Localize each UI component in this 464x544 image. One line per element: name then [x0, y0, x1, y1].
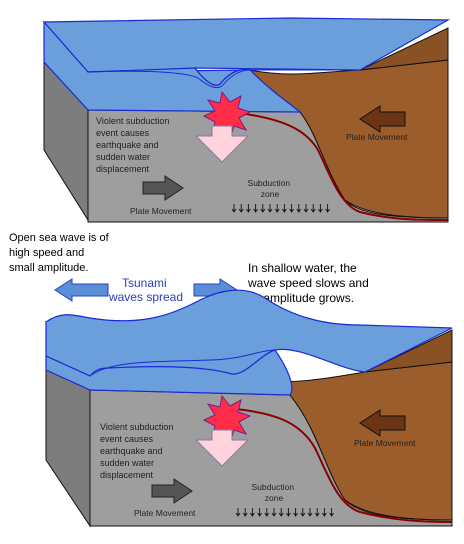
bottom-down-arrow-icon [257, 508, 262, 517]
top-down-arrow-icon [310, 204, 316, 213]
bottom-continent [259, 361, 453, 521]
bottom-down-arrow-icon [278, 508, 284, 517]
top-down-arrow-icon [246, 204, 251, 213]
bottom-event-text: Violent subduction event causes earthqua… [100, 422, 176, 480]
middle-section: Open sea wave is of high speed and small… [9, 232, 372, 305]
top-water-front [43, 20, 302, 113]
bottom-plate-movement-right: Plate Movement [354, 438, 416, 448]
top-down-arrow-icon [325, 204, 330, 213]
bottom-down-arrow-icon [322, 508, 327, 517]
top-subduction-line [231, 111, 449, 221]
bottom-down-arrow-icon [329, 508, 334, 517]
open-sea-text: Open sea wave is of high speed and small… [9, 232, 112, 274]
top-plate-movement-left: Plate Movement [130, 206, 192, 216]
top-down-arrow-icon [296, 204, 302, 213]
tsunami-text: Tsunami waves spread [108, 276, 183, 304]
bottom-down-arrow-icon [314, 508, 320, 517]
bottom-down-arrow-icon [235, 508, 241, 517]
bottom-down-arrow-icon [271, 508, 277, 517]
top-down-arrow-icon [318, 204, 323, 213]
top-plate-arrow-right-icon [142, 175, 184, 201]
top-down-arrow-icon [260, 204, 266, 213]
bottom-panel: Violent subduction event causes earthqua… [45, 289, 453, 528]
bottom-plate-arrow-right-icon [151, 478, 193, 504]
bottom-down-arrow-icon [264, 508, 270, 517]
top-down-arrow-icon [274, 204, 280, 213]
top-down-arrow-icon [231, 204, 237, 213]
bottom-plate-arrow-left-icon [359, 409, 406, 437]
top-down-arrow-icon [303, 204, 309, 213]
bottom-water-front [45, 349, 293, 396]
bottom-subduction-arrows [235, 508, 334, 517]
bottom-water-crest [89, 349, 276, 377]
top-down-arrow-icon [253, 204, 258, 213]
bottom-subduction-line [224, 407, 453, 523]
top-down-arrow-icon [267, 204, 273, 213]
top-plate-movement-right: Plate Movement [346, 132, 408, 142]
bottom-down-arrow-icon [293, 508, 298, 517]
top-panel: Violent subduction event causes earthqua… [42, 17, 451, 223]
top-subduction-label: Subduction zone [248, 178, 293, 199]
top-continent-top [359, 27, 449, 71]
bottom-down-arrow-icon [242, 508, 248, 517]
top-down-arrow-icon [238, 204, 244, 213]
top-subduction-arrows [231, 204, 330, 213]
bottom-displacement-arrow-icon [194, 429, 250, 467]
bottom-subduction-label: Subduction zone [252, 482, 297, 503]
bottom-plate-movement-left: Plate Movement [134, 508, 196, 518]
top-down-arrow-icon [282, 204, 287, 213]
bottom-down-arrow-icon [307, 508, 313, 517]
bottom-down-arrow-icon [286, 508, 291, 517]
top-displacement-arrow-icon [194, 125, 250, 163]
top-down-arrow-icon [289, 204, 294, 213]
top-event-text: Violent subduction event causes earthqua… [96, 116, 172, 174]
tsunami-arrow-left-icon [54, 278, 109, 302]
bottom-down-arrow-icon [250, 508, 255, 517]
shallow-water-text: In shallow water, the wave speed slows a… [247, 261, 372, 305]
bottom-down-arrow-icon [300, 508, 306, 517]
top-water-dip [87, 69, 360, 89]
top-plate-arrow-left-icon [359, 105, 406, 133]
